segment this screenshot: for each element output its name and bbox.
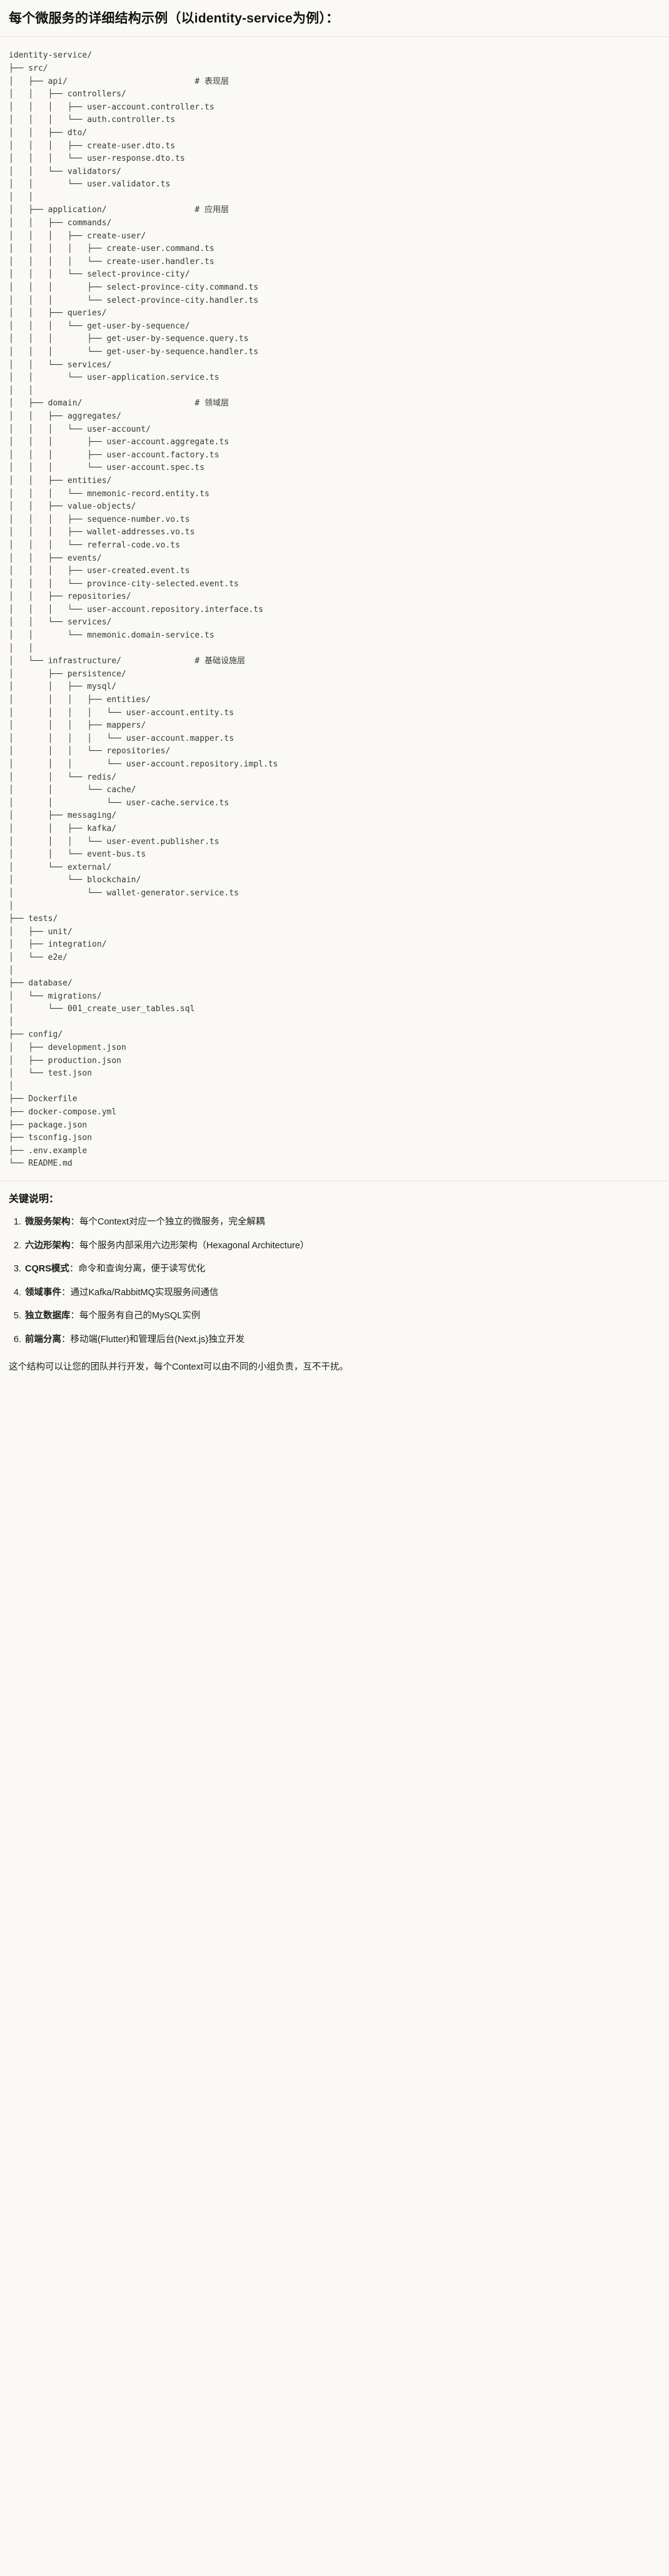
key-notes-footer: 这个结构可以让您的团队并行开发，每个Context可以由不同的小组负责，互不干扰…: [9, 1362, 348, 1373]
key-notes-title: 关键说明：: [9, 1194, 59, 1204]
note-term: 独立数据库: [25, 1311, 71, 1321]
list-item: 独立数据库：每个服务有自己的MySQL实例: [24, 1309, 660, 1323]
note-separator: ：: [70, 1217, 80, 1228]
note-description: 命令和查询分离，便于读写优化: [78, 1264, 206, 1275]
note-separator: ：: [61, 1287, 71, 1298]
note-description: 通过Kafka/RabbitMQ实现服务间通信: [70, 1287, 219, 1298]
list-item: 微服务架构：每个Context对应一个独立的微服务，完全解耦: [24, 1215, 660, 1229]
note-description: 每个服务内部采用六边形架构（Hexagonal Architecture）: [79, 1240, 309, 1251]
list-item: 领域事件：通过Kafka/RabbitMQ实现服务间通信: [24, 1286, 660, 1300]
note-separator: ：: [70, 1240, 80, 1251]
note-description: 每个服务有自己的MySQL实例: [79, 1311, 201, 1321]
page-title: 每个微服务的详细结构示例（以identity-service为例）：: [9, 11, 340, 26]
note-description: 每个Context对应一个独立的微服务，完全解耦: [79, 1217, 265, 1228]
note-term: 前端分离: [25, 1334, 61, 1345]
file-tree-section: identity-service/ ├── src/ │ ├── api/ # …: [0, 37, 669, 1181]
note-separator: ：: [70, 1311, 80, 1321]
note-separator: ：: [69, 1264, 79, 1275]
note-separator: ：: [61, 1334, 71, 1345]
note-term: 领域事件: [25, 1287, 61, 1298]
note-description: 移动端(Flutter)和管理后台(Next.js)独立开发: [70, 1334, 245, 1345]
key-notes-section: 关键说明： 微服务架构：每个Context对应一个独立的微服务，完全解耦 六边形…: [0, 1181, 669, 1384]
list-item: 六边形架构：每个服务内部采用六边形架构（Hexagonal Architectu…: [24, 1239, 660, 1253]
directory-tree: identity-service/ ├── src/ │ ├── api/ # …: [9, 51, 278, 1169]
list-item: CQRS模式：命令和查询分离，便于读写优化: [24, 1262, 660, 1276]
list-item: 前端分离：移动端(Flutter)和管理后台(Next.js)独立开发: [24, 1333, 660, 1347]
note-term: CQRS模式: [25, 1264, 69, 1275]
note-term: 微服务架构: [25, 1217, 71, 1228]
key-notes-list: 微服务架构：每个Context对应一个独立的微服务，完全解耦 六边形架构：每个服…: [9, 1215, 660, 1347]
document-header: 每个微服务的详细结构示例（以identity-service为例）：: [0, 0, 669, 38]
note-term: 六边形架构: [25, 1240, 71, 1251]
